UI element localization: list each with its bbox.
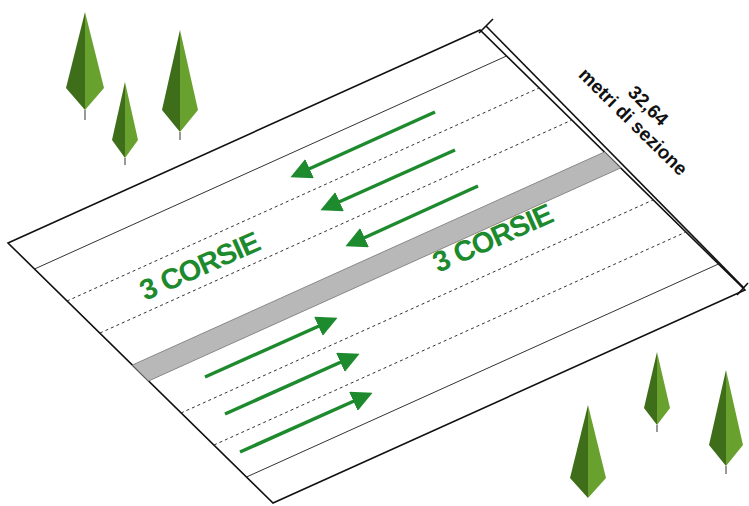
trees <box>66 12 743 498</box>
